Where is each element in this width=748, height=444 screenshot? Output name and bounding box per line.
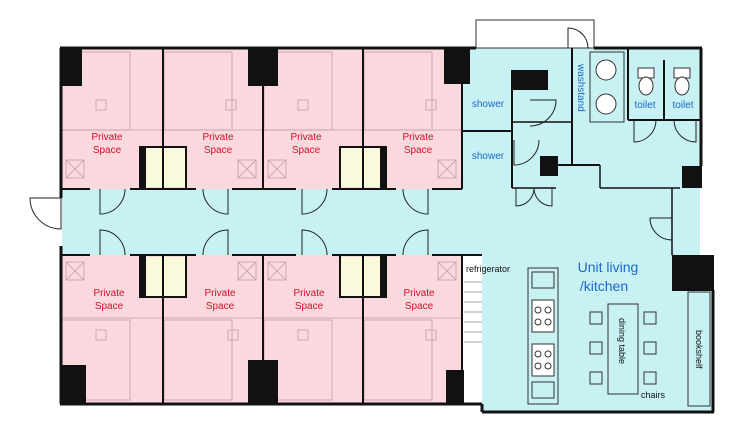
dining-chairs bbox=[589, 311, 657, 385]
entrance-door bbox=[29, 197, 62, 230]
kitchen-counter-end bbox=[531, 381, 555, 399]
closet-top-c bbox=[340, 147, 362, 187]
label-toilet-1: toilet bbox=[634, 100, 655, 111]
label-private-top-1b: Space bbox=[93, 145, 122, 156]
label-private-top-4a: Private bbox=[402, 132, 434, 143]
label-private-bottom-4b: Space bbox=[405, 301, 434, 312]
bookshelf-shape bbox=[687, 291, 711, 407]
stove-top-2-icon bbox=[531, 343, 555, 377]
label-private-bottom-4a: Private bbox=[403, 288, 435, 299]
washstand-counter bbox=[589, 51, 625, 123]
door-balcony bbox=[567, 27, 589, 49]
stove-top-1-icon bbox=[531, 299, 555, 333]
label-bookshelf: bookshelf bbox=[694, 330, 704, 369]
door-room-bottom-3 bbox=[301, 229, 328, 256]
door-washstand-b bbox=[533, 187, 553, 207]
door-room-top-3 bbox=[301, 188, 328, 215]
door-room-bottom-4 bbox=[402, 229, 429, 256]
washbasin-2-icon bbox=[595, 93, 617, 115]
label-private-top-2a: Private bbox=[202, 132, 234, 143]
label-living-line2: /kitchen bbox=[580, 278, 628, 294]
toilet-1-bowl-icon bbox=[638, 76, 654, 96]
label-refrigerator: refrigerator bbox=[466, 264, 510, 274]
label-private-bottom-2b: Space bbox=[206, 301, 235, 312]
door-room-bottom-2 bbox=[202, 229, 229, 256]
label-private-bottom-3b: Space bbox=[295, 301, 324, 312]
door-toilet-2 bbox=[673, 119, 697, 143]
label-shower-2: shower bbox=[472, 151, 505, 162]
structural-columns bbox=[60, 48, 714, 405]
toilet-2-bowl-icon bbox=[674, 76, 690, 96]
label-shower-1: shower bbox=[472, 99, 505, 110]
door-shower-lower bbox=[513, 139, 540, 166]
living-kitchen-floor bbox=[462, 165, 712, 412]
room-labels: Private Space Private Space Private Spac… bbox=[91, 63, 704, 400]
door-room-bottom-1 bbox=[99, 229, 126, 256]
door-living-side bbox=[649, 217, 673, 241]
label-private-bottom-2a: Private bbox=[204, 288, 236, 299]
label-private-top-3b: Space bbox=[292, 145, 321, 156]
label-washstand: washstand bbox=[575, 63, 586, 112]
doors bbox=[29, 27, 697, 256]
kitchen-sink bbox=[531, 271, 555, 289]
closet-bottom-b bbox=[164, 257, 186, 297]
door-shower-upper bbox=[529, 99, 557, 127]
washbasin-1-icon bbox=[595, 59, 617, 81]
closet-bottom-c bbox=[340, 257, 362, 297]
dining-table-shape bbox=[607, 303, 639, 395]
label-private-top-1a: Private bbox=[91, 132, 123, 143]
door-room-top-1 bbox=[99, 188, 126, 215]
fixtures bbox=[464, 51, 711, 407]
label-private-bottom-1b: Space bbox=[95, 301, 124, 312]
label-private-top-2b: Space bbox=[204, 145, 233, 156]
door-room-top-4 bbox=[402, 188, 429, 215]
kitchen-counter bbox=[527, 267, 559, 405]
label-private-bottom-3a: Private bbox=[293, 288, 325, 299]
label-living-line1: Unit living bbox=[578, 259, 639, 275]
label-dining-table: dining table bbox=[617, 318, 627, 364]
label-toilet-2: toilet bbox=[672, 100, 693, 111]
label-private-top-4b: Space bbox=[404, 145, 433, 156]
floor-areas bbox=[62, 19, 712, 412]
door-toilet-1 bbox=[633, 119, 657, 143]
stair-lines bbox=[464, 281, 482, 343]
label-private-top-3a: Private bbox=[290, 132, 322, 143]
balcony-outline bbox=[475, 19, 595, 49]
closet-top-b bbox=[164, 147, 186, 187]
label-chairs: chairs bbox=[641, 390, 666, 400]
label-private-bottom-1a: Private bbox=[93, 288, 125, 299]
corridor-floor bbox=[62, 189, 482, 255]
door-room-top-2 bbox=[202, 188, 229, 215]
